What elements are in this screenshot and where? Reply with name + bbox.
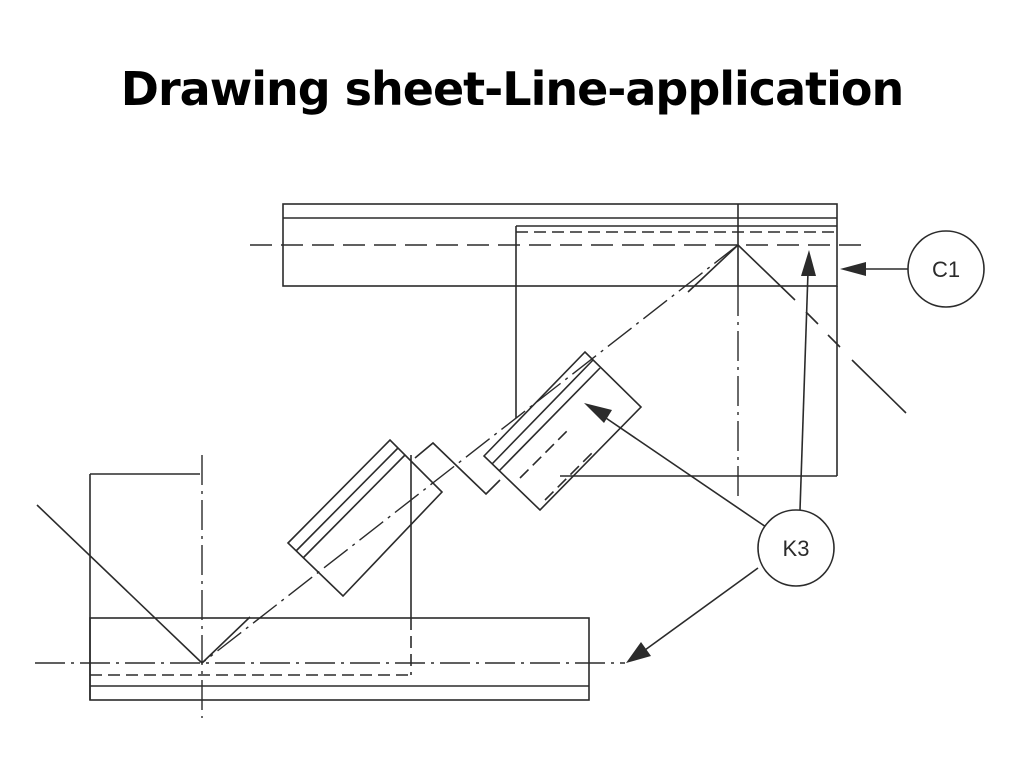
- callout-k3-label: K3: [783, 536, 810, 561]
- diagonal-center-line: [201, 244, 739, 664]
- lower-weld-v: [36, 504, 251, 664]
- lower-inclined-block: [286, 438, 444, 598]
- upper-plate: [250, 203, 865, 287]
- callout-c1: C1: [840, 230, 985, 308]
- upper-inclined-block: [482, 350, 643, 512]
- upper-vertical-member: [515, 226, 838, 502]
- callout-c1-label: C1: [932, 257, 960, 282]
- upper-weld-v: [687, 244, 907, 414]
- callout-k3: K3: [584, 250, 835, 663]
- callout-k3-circle: [757, 509, 835, 587]
- callout-c1-circle: [907, 230, 985, 308]
- lower-plate: [35, 617, 625, 701]
- zigzag-connector: [414, 441, 501, 496]
- slide-title: Drawing sheet-Line-application: [120, 62, 904, 116]
- lower-vertical-member: [89, 455, 412, 718]
